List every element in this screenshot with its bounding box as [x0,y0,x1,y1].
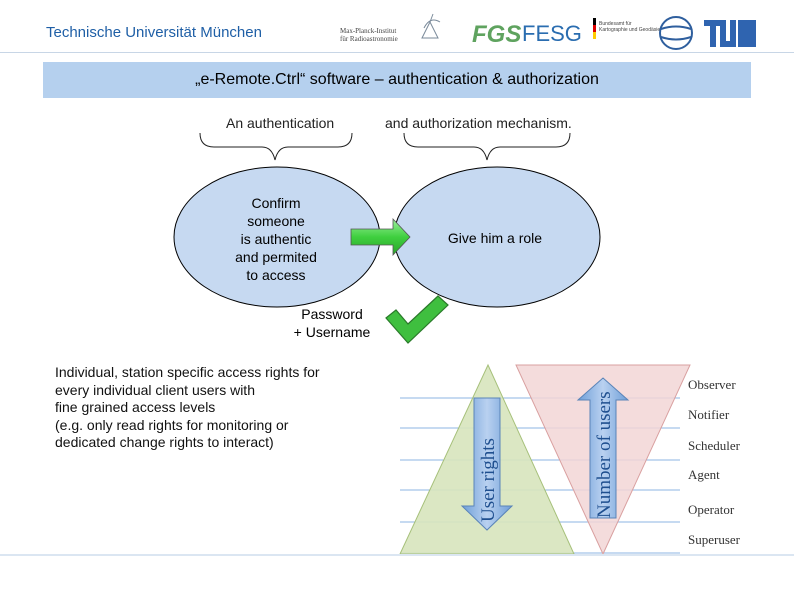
role-scheduler: Scheduler [688,438,741,453]
user-rights-label: User rights [478,438,499,522]
antenna-icon [421,13,441,39]
description-line-3: fine grained access levels [55,399,216,415]
right-brace [403,132,571,161]
left-brace [199,132,353,161]
slide-title: „e-Remote.Ctrl“ software – authenticatio… [195,71,599,88]
fesg-logo: FESG [522,21,582,46]
checkmark-icon [385,295,449,344]
tum-logo [704,20,756,47]
university-name: Technische Universität München [46,24,262,41]
role-superuser: Superuser [688,532,741,547]
globe-icon [659,16,693,50]
credentials-password: Password [301,306,363,322]
bkg-flag-icon [593,18,596,39]
role-observer: Observer [688,377,736,392]
caption-authentication: An authentication [226,115,335,131]
authentication-line-1: Confirm [251,195,301,211]
description-line-5: dedicated change rights to interact) [55,434,274,450]
role-notifier: Notifier [688,407,730,422]
user-rights-arrow [460,397,514,531]
description-line-1: Individual, station specific access righ… [55,364,320,380]
description-line-2: every individual client users with [55,381,255,398]
credentials-text: Password + Username [272,305,392,341]
role-agent: Agent [688,467,720,482]
header-divider [0,52,794,53]
authentication-line-2: someone [247,213,305,229]
footer-divider [0,554,794,556]
mpi-logo: Max-Planck-Institut für Radioastronomie [340,27,398,43]
authentication-text: Confirm someone is authentic and permite… [206,194,346,284]
flow-arrow [350,217,411,257]
bkg-logo-line-2: Kartographie und Geodäsie [599,27,661,33]
mpi-logo-line-2: für Radioastronomie [340,35,398,43]
description-line-4: (e.g. only read rights for monitoring or [55,416,289,433]
mpi-logo-line-1: Max-Planck-Institut [340,27,397,35]
bkg-logo: Bundesamt für Kartographie und Geodäsie [599,21,660,33]
role-operator: Operator [688,502,735,517]
authentication-line-3: is authentic [240,231,312,247]
authorization-text: Give him a role [447,230,543,246]
access-rights-description: Individual, station specific access righ… [55,364,385,452]
authentication-line-4: and permited [235,249,317,265]
number-of-users-label: Number of users [594,391,615,518]
title-band: „e-Remote.Ctrl“ software – authenticatio… [43,62,751,98]
header-logos: FGS FESG [421,13,756,50]
credentials-username: + Username [293,324,371,340]
fgs-logo: FGS [472,21,521,48]
caption-authorization: and authorization mechanism. [385,115,572,131]
bkg-logo-line-1: Bundesamt für [599,21,632,27]
authentication-line-5: to access [246,267,306,283]
number-of-users-arrow [576,377,630,519]
